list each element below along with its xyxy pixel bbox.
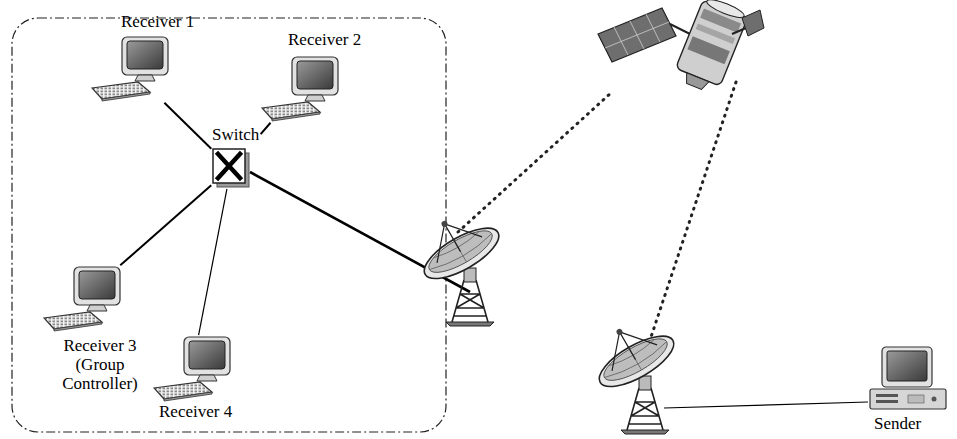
satellite-downlink [458,92,612,232]
receiver-computer-icon [150,336,234,402]
node-label: Receiver 4 [159,402,232,421]
receiver-computer-icon-use [92,37,168,101]
network-cable [120,185,211,265]
node-label: Switch [212,125,259,144]
controller-computer: Receiver 3 (Group Controller) [40,266,146,393]
sender-dish [582,308,681,434]
node-label: Receiver 1 [121,12,194,31]
satellite-part-part [683,73,709,91]
receiver-computer-icon [88,36,172,102]
satellite-part [672,0,750,95]
receiver-computer-icon-use [154,337,230,401]
sender-cable [664,402,868,408]
network-cable [199,189,227,335]
network-cable [164,103,211,149]
network-cable [261,123,271,134]
satellite-uplink [650,82,736,340]
controller-computer-icon [40,266,124,332]
receiver-computer: Receiver 2 [258,30,362,122]
controller-computer-icon-use [44,267,120,331]
local-network-region [12,18,446,432]
satellite-part [670,24,690,34]
node-label: Receiver 2 [288,30,361,49]
network-switch: Switch [212,125,260,188]
receiver-dish [407,200,506,326]
satellite-part [732,28,746,34]
satellite-part-part [687,36,729,64]
network-switch-icon [212,148,250,188]
sender-computer-icon-use [870,347,946,409]
satellite [598,0,764,95]
satellite-part-part [705,0,746,21]
sender-computer: Sender [868,346,948,433]
connector-group [120,103,270,335]
satellite-part [605,14,669,55]
sender-computer-icon [868,346,948,412]
receiver-computer-icon-use [262,57,338,121]
satellite-part [742,10,764,36]
receiver-computer: Receiver 4 [150,336,234,421]
network-switch-icon-use [213,149,249,187]
node-label: Receiver 3 (Group Controller) [54,336,146,393]
receiver-computer-icon [258,56,342,122]
satellite-part [598,8,676,62]
receiver-computer: Receiver 1 [88,12,195,102]
node-label: Sender [874,414,921,433]
